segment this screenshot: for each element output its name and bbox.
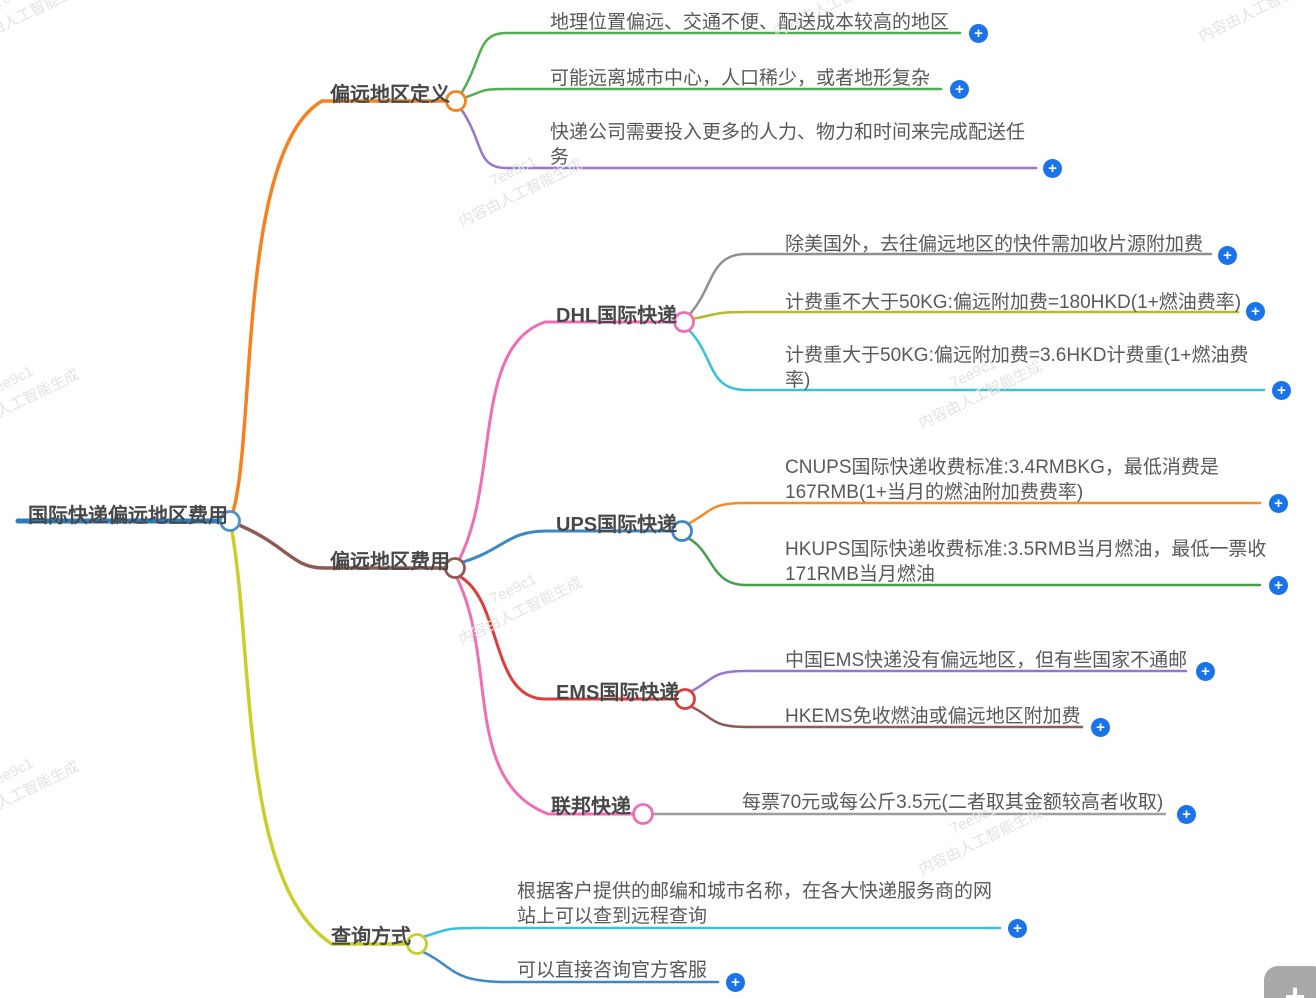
leaf-dhl-1[interactable]: 除美国外，去往偏远地区的快件需加收片源附加费 [785, 234, 1204, 255]
add-button-query-1[interactable]: + [1008, 919, 1027, 938]
topic-ems[interactable]: EMS国际快递 [556, 682, 680, 704]
add-button-dhl-1[interactable]: + [1218, 246, 1237, 265]
leaf-line-ems-1 [688, 669, 1188, 694]
add-button-dhl-2[interactable]: + [1246, 302, 1265, 321]
leaf-ems-1[interactable]: 中国EMS快递没有偏远地区，但有些国家不通邮 [785, 650, 1188, 671]
leaf-line-query-1 [421, 926, 1002, 939]
leaf-definition-3[interactable]: 快递公司需要投入更多的人力、物力和时间来完成配送任 务 [550, 122, 1026, 168]
leaf-fedex-1[interactable]: 每票70元或每公斤3.5元(二者取其金额较高者收取) [742, 792, 1164, 813]
add-button-definition-3[interactable]: + [1043, 159, 1062, 178]
branch-line-definition [231, 99, 449, 514]
add-node-fab[interactable]: + [1264, 966, 1316, 998]
topic-fedex[interactable]: 联邦快递 [551, 796, 631, 818]
add-button-dhl-3[interactable]: + [1272, 381, 1291, 400]
add-button-ups-2[interactable]: + [1269, 576, 1288, 595]
add-button-query-2[interactable]: + [726, 973, 745, 992]
root-topic-label[interactable]: 国际快递偏远地区费用 [28, 505, 228, 527]
add-button-definition-2[interactable]: + [950, 80, 969, 99]
add-button-ems-1[interactable]: + [1196, 662, 1215, 681]
add-button-ems-2[interactable]: + [1091, 718, 1110, 737]
topic-query[interactable]: 查询方式 [331, 926, 411, 948]
leaf-ems-2[interactable]: HKEMS免收燃油或偏远地区附加费 [785, 706, 1081, 727]
leaf-line-ups-1 [686, 501, 1262, 526]
leaf-query-2[interactable]: 可以直接咨询官方客服 [517, 960, 708, 981]
topic-ups[interactable]: UPS国际快递 [556, 514, 678, 536]
add-button-fedex-1[interactable]: + [1177, 805, 1196, 824]
leaf-query-1[interactable]: 根据客户提供的邮编和城市名称，在各大快递服务商的网 站上可以查到远程查询 [517, 881, 993, 927]
branch-line-query [230, 529, 410, 946]
topic-definition[interactable]: 偏远地区定义 [330, 84, 450, 106]
add-button-ups-1[interactable]: + [1269, 494, 1288, 513]
leaf-dhl-2[interactable]: 计费重不大于50KG:偏远附加费=180HKD(1+燃油费率) [785, 292, 1242, 313]
topic-fees[interactable]: 偏远地区费用 [330, 551, 450, 573]
leaf-dhl-3[interactable]: 计费重大于50KG:偏远附加费=3.6HKD计费重(1+燃油费 率) [785, 345, 1249, 391]
leaf-definition-2[interactable]: 可能远离城市中心，人口稀少，或者地形复杂 [550, 68, 931, 89]
node-circle-fedex[interactable] [632, 803, 654, 825]
topic-dhl[interactable]: DHL国际快递 [556, 305, 678, 327]
add-button-definition-1[interactable]: + [969, 24, 988, 43]
node-circle-dhl[interactable] [673, 311, 695, 333]
leaf-definition-1[interactable]: 地理位置偏远、交通不便、配送成本较高的地区 [550, 12, 950, 33]
leaf-ups-2[interactable]: HKUPS国际快递收费标准:3.5RMB当月燃油，最低一票收 171RMB当月燃… [785, 539, 1267, 585]
leaf-ups-1[interactable]: CNUPS国际快递收费标准:3.4RMBKG，最低消费是 167RMB(1+当月… [785, 457, 1219, 503]
